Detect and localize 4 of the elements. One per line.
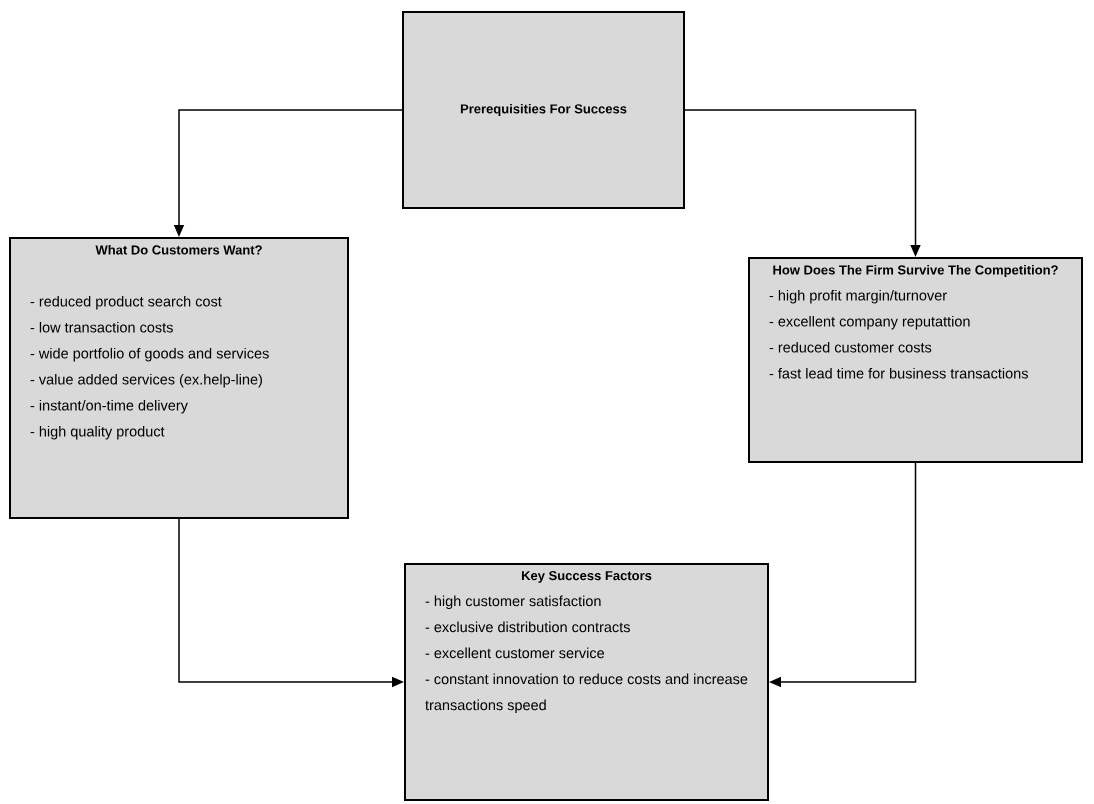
process-box: How Does The Firm Survive The Competition? - high profit margin/turnover - excellent company reputattion - reduced customer costs - fast lead time for business transactions [748,257,1083,463]
process-box: What Do Customers Want? - reduced product search cost - low transaction costs - wide portfolio of goods and services - value added services (ex.help-line) - instant/on-time delivery - high quality product [9,237,349,519]
process-box: Prerequisities For Success [402,11,685,209]
process-box: Key Success Factors - high customer satisfaction - exclusive distribution contracts - excellent customer service - constant innovation to reduce costs and increase transactions speed [404,563,769,801]
